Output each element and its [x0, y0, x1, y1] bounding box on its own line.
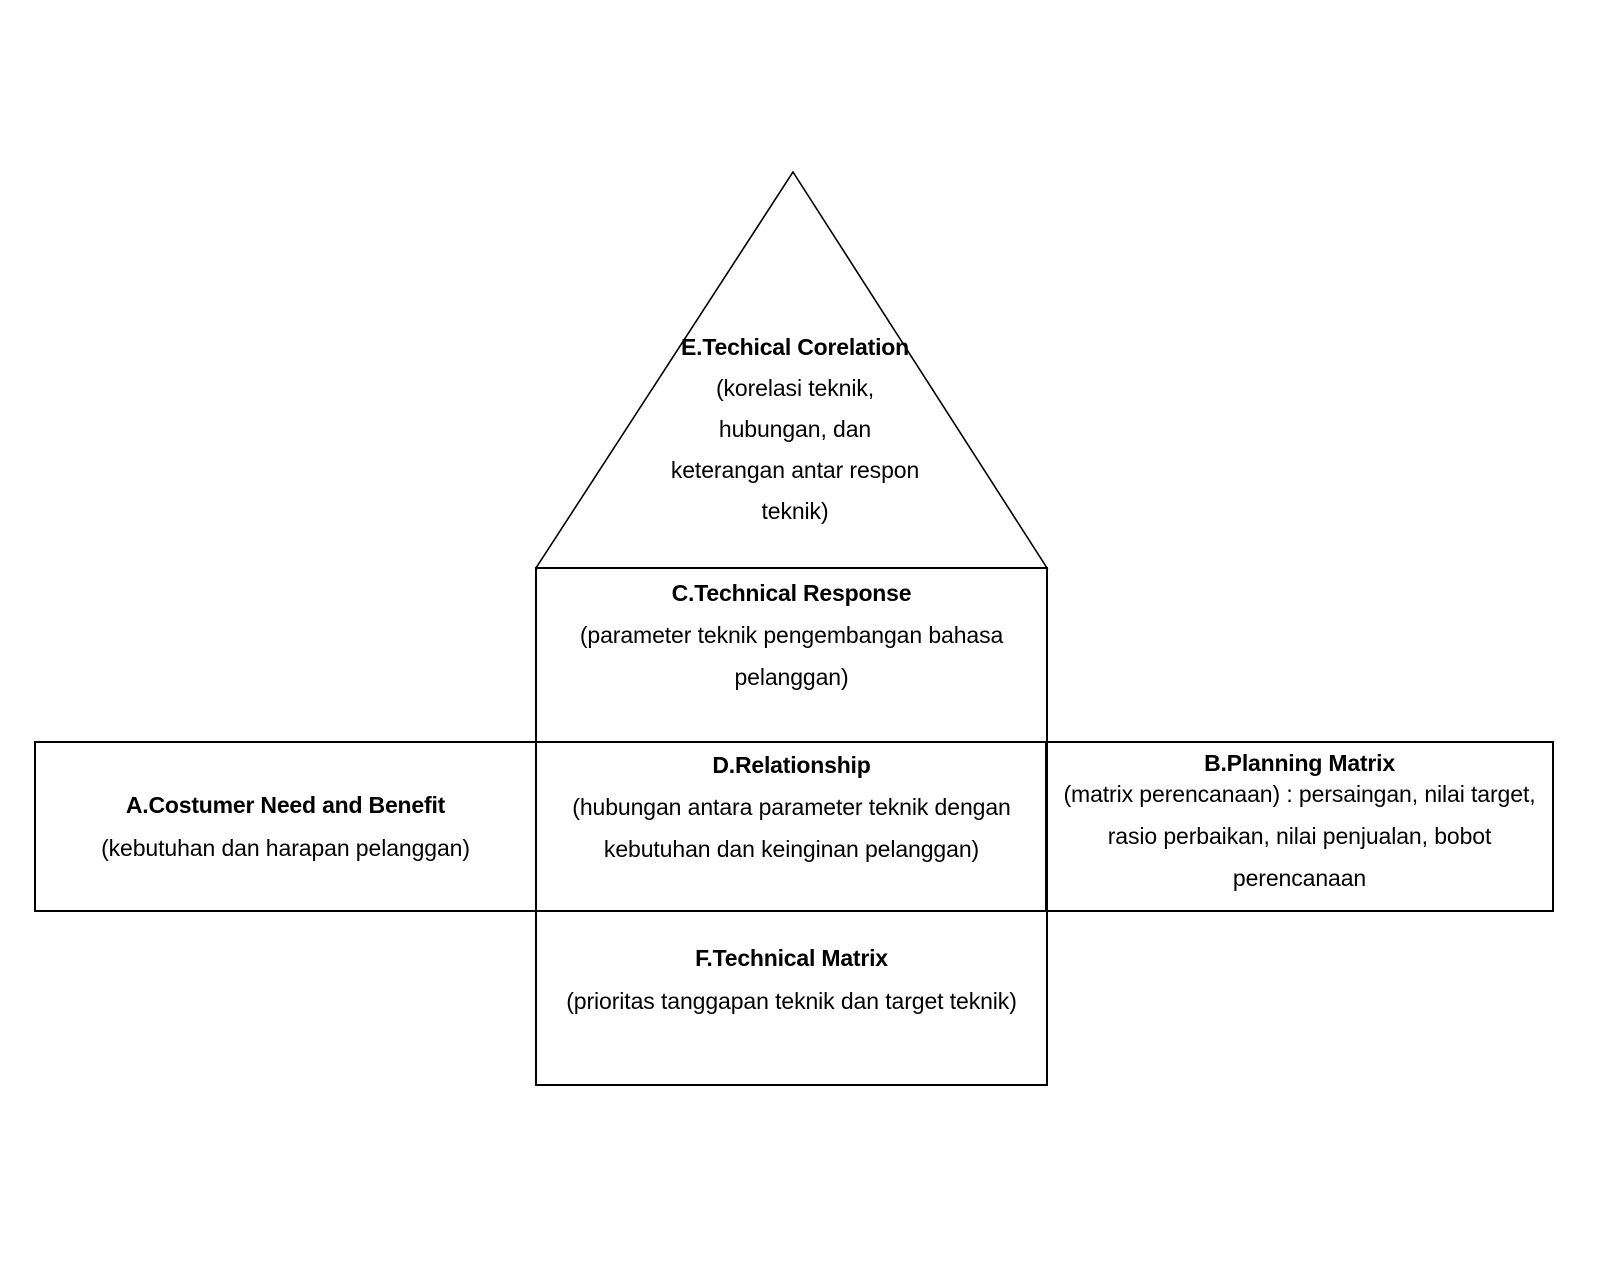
section-a-customer-need-and-benefit: A.Costumer Need and Benefit (kebutuhan d…: [35, 742, 536, 911]
section-e-line-3: keterangan antar respon: [670, 457, 920, 483]
section-d-relationship: D.Relationship (hubungan antara paramete…: [536, 742, 1047, 911]
section-e-technical-correlation: E.Techical Corelation (korelasi teknik, …: [560, 336, 1030, 556]
section-b-line-2: rasio perbaikan, nilai penjualan, bobot: [1107, 823, 1492, 849]
section-a-box: [34, 741, 537, 912]
section-b-planning-matrix: B.Planning Matrix (matrix perencanaan) :…: [1046, 742, 1553, 911]
section-c-technical-response: C.Technical Response (parameter teknik p…: [536, 568, 1047, 742]
section-b-title: B.Planning Matrix: [1204, 750, 1395, 776]
section-f-title: F.Technical Matrix: [695, 945, 888, 971]
section-c-line-1: (parameter teknik pengembangan bahasa: [579, 622, 1004, 648]
section-c-line-2: pelanggan): [734, 664, 849, 690]
section-a-title: A.Costumer Need and Benefit: [125, 791, 446, 818]
section-d-title: D.Relationship: [712, 752, 871, 778]
section-b-line-1: (matrix perencanaan) : persaingan, nilai…: [1063, 781, 1536, 807]
section-c-title: C.Technical Response: [671, 580, 912, 606]
section-e-line-2: hubungan, dan: [718, 416, 872, 442]
section-b-box: [1045, 741, 1554, 912]
section-e-line-1: (korelasi teknik,: [715, 375, 875, 401]
section-d-line-1: (hubungan antara parameter teknik dengan: [572, 794, 1011, 820]
section-f-line-1: (prioritas tanggapan teknik dan target t…: [566, 988, 1017, 1014]
section-e-line-4: teknik): [761, 498, 829, 524]
section-a-line-1: (kebutuhan dan harapan pelanggan): [101, 834, 470, 861]
section-f-box: [535, 910, 1048, 1086]
section-d-line-2: kebutuhan dan keinginan pelanggan): [603, 836, 980, 862]
section-b-line-3: perencanaan: [1232, 865, 1367, 891]
section-f-technical-matrix: F.Technical Matrix (prioritas tanggapan …: [536, 911, 1047, 1085]
section-e-title: E.Techical Corelation: [681, 334, 909, 360]
